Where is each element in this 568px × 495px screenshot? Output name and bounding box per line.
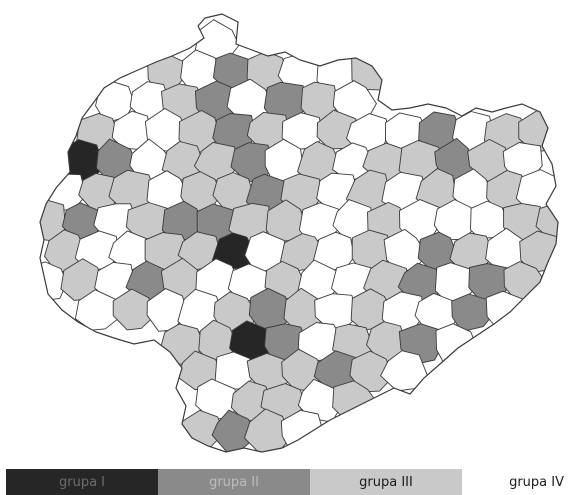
legend-label-group-1: grupa I — [58, 474, 106, 490]
legend-label-group-4: grupa IV — [509, 474, 564, 490]
district-cell-group-2 — [451, 293, 495, 333]
legend-item-group-1: grupa I — [6, 469, 158, 495]
district-cells — [40, 19, 558, 452]
legend-item-group-2: grupa II — [158, 469, 310, 495]
legend: grupa I grupa II grupa III grupa IV — [0, 469, 568, 495]
district-cell-group-3 — [349, 350, 393, 393]
district-cell-group-4 — [380, 350, 429, 392]
district-cell-group-4 — [74, 289, 121, 331]
legend-label-group-2: grupa II — [209, 474, 259, 490]
district-map — [39, 13, 559, 453]
region-border — [39, 13, 559, 453]
legend-item-group-3: grupa III — [310, 469, 462, 495]
district-cell-group-4 — [40, 261, 68, 302]
legend-item-group-4: grupa IV — [462, 469, 568, 495]
district-cell-group-3 — [112, 288, 154, 331]
legend-label-group-3: grupa III — [359, 474, 413, 490]
